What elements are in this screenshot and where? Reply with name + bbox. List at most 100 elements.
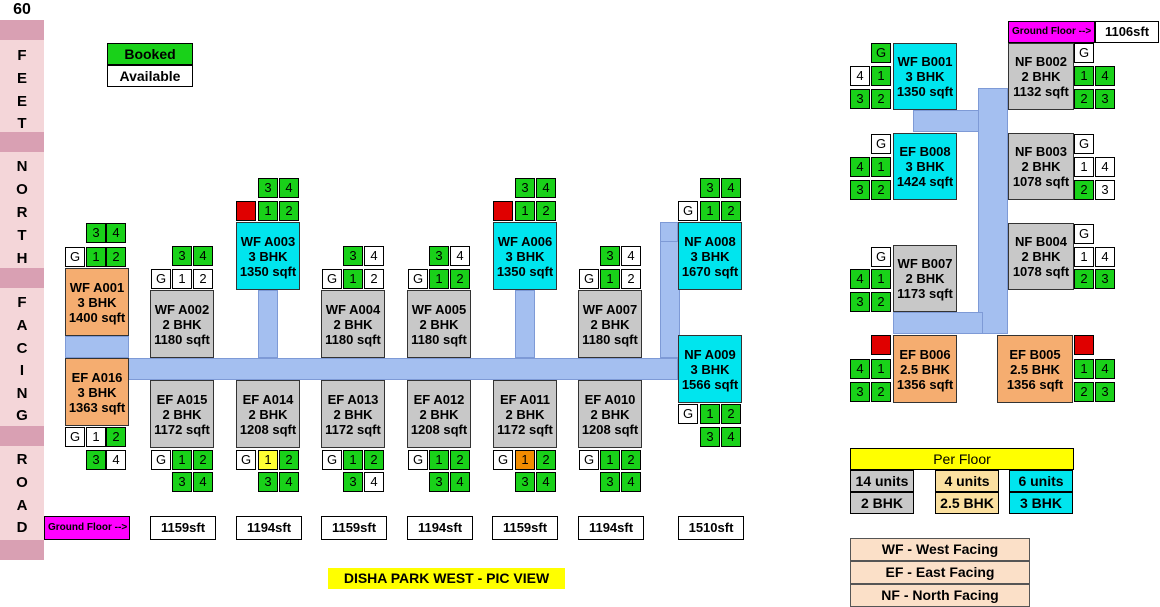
- road-strip: 60 F E E T N O R T H F A C I N G R O A D: [0, 0, 44, 560]
- corridor: [660, 222, 680, 358]
- unit-code: WF A007: [582, 301, 638, 317]
- floor-g-available: G: [65, 427, 85, 447]
- floor-1-booked: 1: [871, 269, 891, 289]
- corridor: [128, 358, 678, 380]
- unit-area: 1180 sqft: [325, 331, 381, 347]
- road-letter: E: [16, 93, 27, 110]
- facing-legend-item: WF - West Facing: [850, 538, 1030, 561]
- floor-2-booked: 2: [450, 269, 470, 289]
- floor-1-yellow: 1: [258, 450, 278, 470]
- floor-g-available: G: [322, 450, 342, 470]
- floor-4-booked: 4: [106, 223, 126, 243]
- floor-4-available: 4: [364, 472, 384, 492]
- unit-code: WF A004: [325, 301, 381, 317]
- floor-1-booked: 1: [871, 66, 891, 86]
- unit-area: 1400 sqft: [68, 309, 126, 325]
- unit-area: 1172 sqft: [154, 421, 210, 437]
- unit-area: 1350 sqft: [496, 263, 554, 279]
- floor-2-available: 2: [621, 269, 641, 289]
- floor-1-booked: 1: [343, 269, 363, 289]
- floor-g-available: G: [65, 247, 85, 267]
- unit-area: 1363 sqft: [68, 399, 126, 415]
- floor-4-booked: 4: [621, 472, 641, 492]
- corridor: [515, 290, 535, 358]
- page-title: DISHA PARK WEST - PIC VIEW: [328, 568, 565, 589]
- unit-area: 1132 sqft: [1013, 84, 1069, 99]
- floor-2-available: 2: [193, 269, 213, 289]
- road-letter: A: [16, 497, 28, 514]
- floor-4-booked: 4: [721, 427, 741, 447]
- floor-4-booked: 4: [1095, 66, 1115, 86]
- floor-1-booked: 1: [172, 450, 192, 470]
- road-divider: [0, 540, 44, 560]
- floor-2-booked: 2: [106, 427, 126, 447]
- floor-4-booked: 4: [1095, 359, 1115, 379]
- unit-code: NF A008: [684, 233, 736, 249]
- floor-g-available: G: [871, 134, 891, 154]
- floor-1-booked: 1: [1074, 66, 1094, 86]
- unit-code: EF A012: [413, 391, 465, 407]
- floor-2-booked: 2: [450, 450, 470, 470]
- unit-type: 3 BHK: [505, 248, 545, 264]
- floor-4-booked: 4: [721, 178, 741, 198]
- road-letter: G: [16, 407, 28, 424]
- floor-1-available: 1: [1074, 157, 1094, 177]
- road-letter: A: [16, 317, 28, 334]
- floor-3-booked: 3: [1095, 89, 1115, 109]
- unit-code: WF A003: [240, 233, 296, 249]
- floor-4-available: 4: [1095, 157, 1115, 177]
- unit-code: NF A009: [684, 346, 736, 362]
- floor-1-booked: 1: [429, 269, 449, 289]
- floor-4-booked: 4: [279, 472, 299, 492]
- unit-type: 2.5 BHK: [1010, 361, 1060, 377]
- floor-2-booked: 2: [721, 201, 741, 221]
- floor-2-available: 2: [364, 269, 384, 289]
- corridor: [258, 290, 278, 358]
- per-floor-count: 6 units: [1009, 470, 1073, 492]
- floor-2-booked: 2: [1074, 382, 1094, 402]
- road-letter: T: [17, 227, 27, 244]
- unit-code: WF B001: [897, 54, 953, 69]
- unit-type: 2 BHK: [590, 316, 630, 332]
- floor-4-booked: 4: [850, 157, 870, 177]
- road-divider: [0, 426, 44, 446]
- unit-type: 2 BHK: [1021, 159, 1061, 174]
- unit-area: 1180 sqft: [582, 331, 638, 347]
- floor-1-available: 1: [1074, 247, 1094, 267]
- corridor: [893, 312, 983, 334]
- ground-size: 1159sft: [321, 516, 387, 540]
- floor-3-booked: 3: [343, 246, 363, 266]
- unit-code: EF A016: [71, 369, 123, 385]
- floor-3-booked: 3: [515, 178, 535, 198]
- floor-g-available: G: [1074, 224, 1094, 244]
- corridor: [65, 336, 129, 358]
- per-floor-type: 2 BHK: [850, 492, 914, 514]
- road-letter: O: [16, 474, 28, 491]
- floor-2-booked: 2: [871, 292, 891, 312]
- floor-g-available: G: [151, 269, 171, 289]
